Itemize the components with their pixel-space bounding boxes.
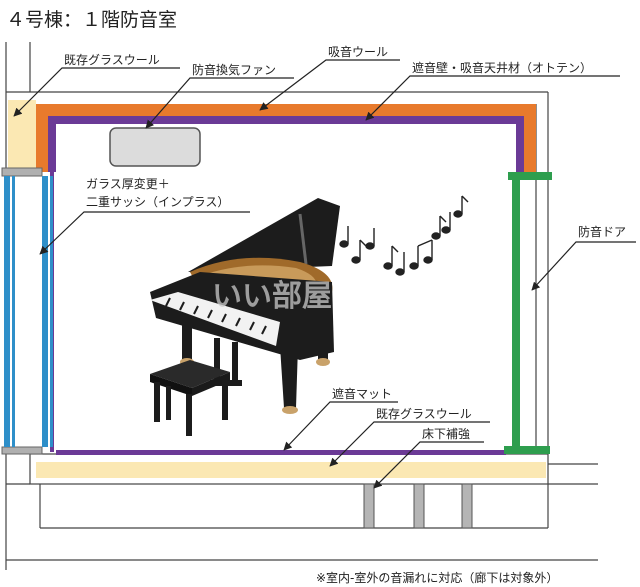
sound-mat-layer (56, 450, 506, 455)
label-sound-mat: 遮音マット (332, 386, 392, 401)
sound-absorbing-wool-layer (36, 104, 536, 172)
watermark: いい部屋 (212, 279, 332, 314)
callout-leaders (13, 59, 636, 489)
soundproof-door (504, 172, 552, 454)
label-ventilation-fan: 防音換気ファン (192, 62, 276, 77)
sound-insulation-board-layer (48, 116, 524, 172)
label-existing-glass-wool-floor: 既存グラスウール (376, 407, 472, 421)
footnote: ※室内-室外の音漏れに対応（廊下は対象外） (316, 570, 558, 585)
existing-glass-wool-left (8, 100, 36, 170)
label-sound-absorbing-wool: 吸音ウール (328, 44, 388, 59)
grand-piano-icon (150, 198, 340, 414)
label-existing-glass-wool-top: 既存グラスウール (64, 53, 160, 67)
label-soundproof-door: 防音ドア (578, 224, 626, 239)
page-title: ４号棟：１階防音室 (6, 9, 177, 31)
label-glass-change-line1: ガラス厚変更＋ (86, 176, 170, 191)
music-notes-icon (339, 195, 469, 276)
piano-bench-icon (150, 360, 230, 436)
label-floor-reinforcement: 床下補強 (422, 427, 470, 441)
ventilation-fan-box (109, 127, 201, 167)
existing-glass-wool-floor-band (36, 462, 546, 478)
underfloor-posts (363, 483, 473, 529)
label-ceiling-material: 遮音壁・吸音天井材（オトテン） (412, 60, 592, 75)
label-glass-change-line2: 二重サッシ（インプラス） (86, 195, 229, 209)
double-sash-window (4, 176, 53, 447)
